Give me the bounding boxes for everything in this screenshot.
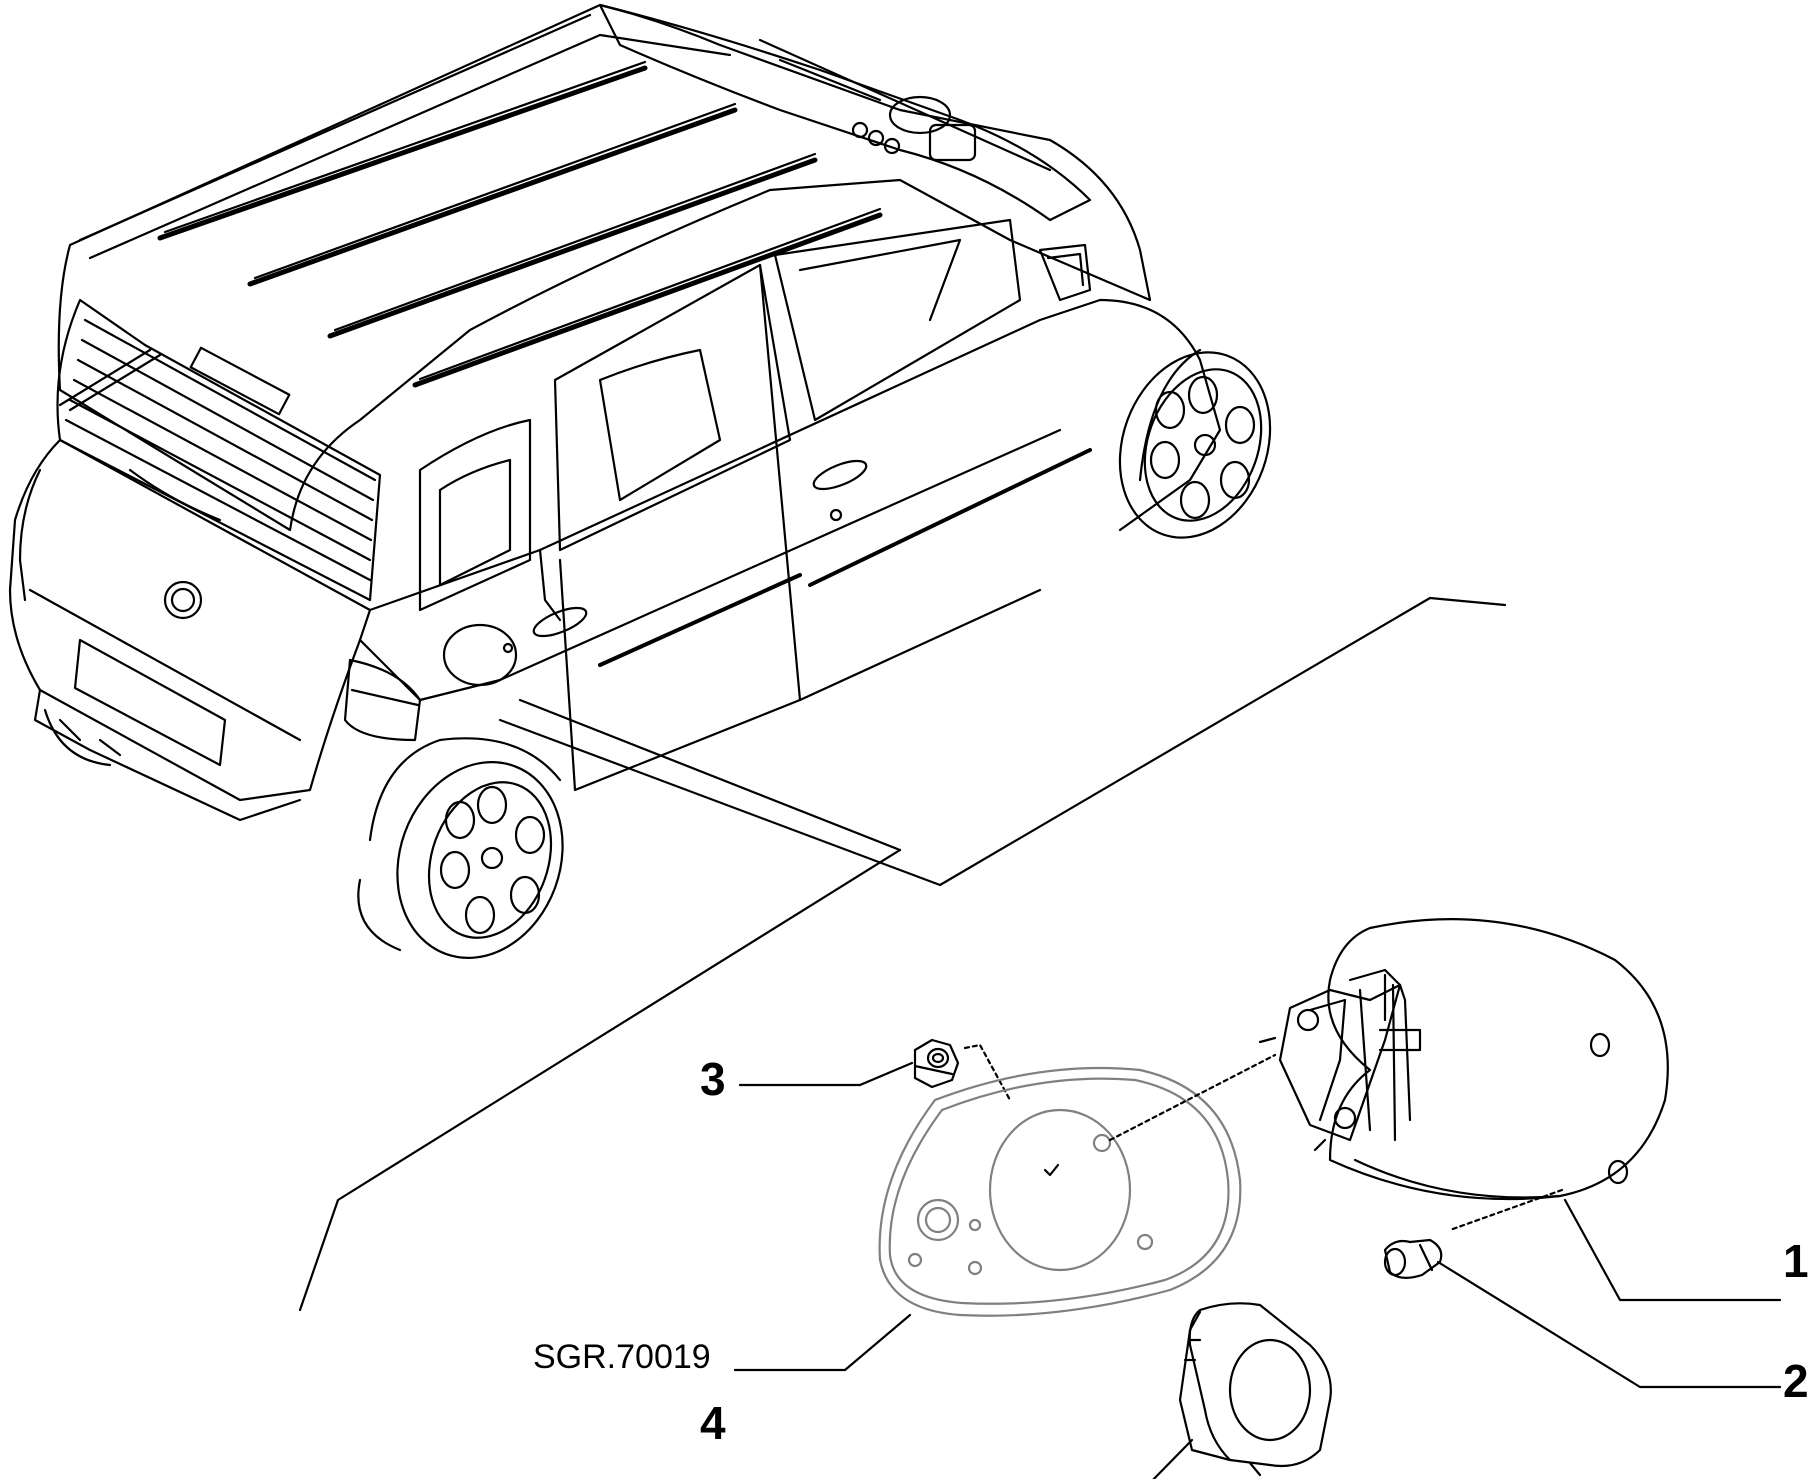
callout-3: 3 <box>700 1053 726 1105</box>
license-plate <box>73 638 227 767</box>
seal-gasket <box>733 1053 1277 1372</box>
front-door-window <box>773 218 1022 422</box>
part-1-fuel-door <box>1258 918 1782 1302</box>
zoom-frame-lines <box>298 596 1507 1312</box>
part-2-buffer <box>1383 1238 1782 1389</box>
reference-code: SGR.70019 <box>533 1338 711 1376</box>
rear-side-window <box>418 418 532 612</box>
taillight <box>343 658 422 742</box>
callout-4: 4 <box>700 1397 726 1449</box>
rear-window <box>56 298 382 602</box>
car-illustration <box>8 3 1272 959</box>
part-3-nut <box>738 1038 1012 1102</box>
fuel-door-on-car <box>442 623 518 687</box>
hinge-bracket <box>1278 983 1402 1142</box>
side-mirror <box>1038 243 1092 302</box>
callout-2: 2 <box>1783 1355 1809 1407</box>
rear-door-window <box>553 263 792 552</box>
part-4-housing <box>1152 1302 1332 1479</box>
tailgate <box>8 438 372 802</box>
car-roof <box>57 3 1152 532</box>
callout-1: 1 <box>1783 1235 1809 1287</box>
front-wheel <box>1118 351 1272 539</box>
rear-wheel <box>396 761 564 959</box>
